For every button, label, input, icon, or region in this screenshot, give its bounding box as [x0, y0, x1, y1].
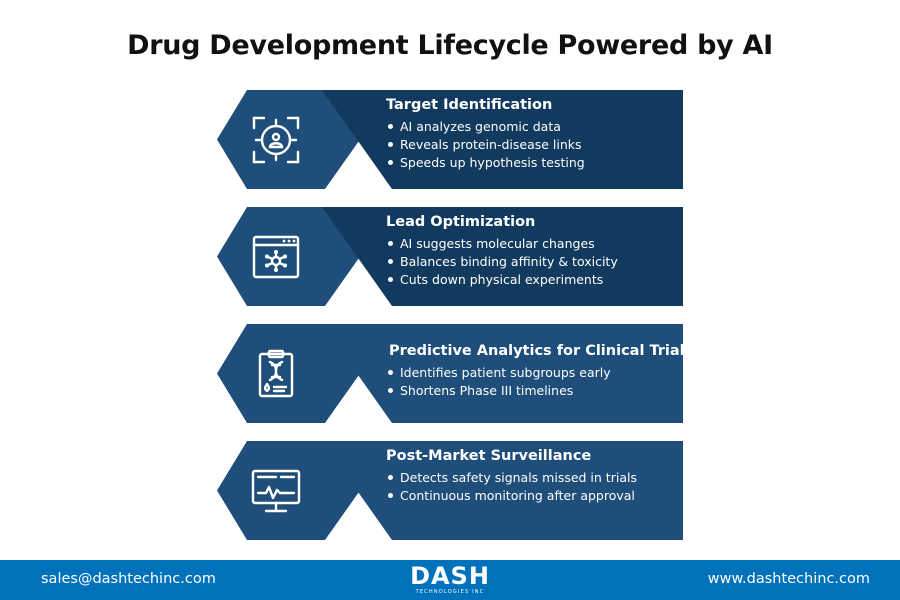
step-title: Lead Optimization — [386, 214, 536, 230]
page-title: Drug Development Lifecycle Powered by AI — [127, 30, 773, 61]
step-lead-optimization: Lead Optimization AI suggests molecular … — [0, 207, 900, 306]
dash-logo: DASH TECHNOLOGIES INC — [404, 563, 496, 595]
bullet-item: AI analyzes genomic data — [386, 118, 585, 136]
monitor-pulse-icon — [251, 469, 301, 513]
molecule-window-icon — [252, 235, 300, 279]
footer-email-link[interactable]: sales@dashtechinc.com — [41, 571, 216, 587]
step-title: Post-Market Surveillance — [386, 448, 592, 464]
step-target-identification: Target Identification AI analyzes genomi… — [0, 90, 900, 189]
step-title: Predictive Analytics for Clinical Trials — [389, 343, 694, 359]
lifecycle-diagram: Drug Development Lifecycle Powered by AI… — [0, 0, 900, 560]
bullet-item: Balances binding affinity & toxicity — [386, 253, 618, 271]
step-bullets: AI suggests molecular changes Balances b… — [386, 235, 618, 289]
bullet-item: Reveals protein-disease links — [386, 136, 585, 154]
target-scan-icon — [252, 116, 300, 164]
dna-clipboard-icon — [258, 349, 294, 398]
step-title: Target Identification — [386, 97, 553, 113]
logo-tagline: TECHNOLOGIES INC — [415, 589, 485, 595]
bullet-item: Identifies patient subgroups early — [386, 364, 611, 382]
logo-wordmark: DASH — [410, 562, 490, 590]
bullet-item: Continuous monitoring after approval — [386, 487, 637, 505]
step-bullets: Identifies patient subgroups early Short… — [386, 364, 611, 400]
bullet-item: Cuts down physical experiments — [386, 271, 618, 289]
step-bullets: AI analyzes genomic data Reveals protein… — [386, 118, 585, 172]
step-bullets: Detects safety signals missed in trials … — [386, 469, 637, 505]
bullet-item: AI suggests molecular changes — [386, 235, 618, 253]
step-predictive-analytics: Predictive Analytics for Clinical Trials… — [0, 324, 900, 423]
bullet-item: Shortens Phase III timelines — [386, 382, 611, 400]
bullet-item: Detects safety signals missed in trials — [386, 469, 637, 487]
footer-bar: sales@dashtechinc.com DASH TECHNOLOGIES … — [0, 560, 900, 600]
footer-website-link[interactable]: www.dashtechinc.com — [707, 571, 870, 587]
step-post-market-surveillance: Post-Market Surveillance Detects safety … — [0, 441, 900, 540]
bullet-item: Speeds up hypothesis testing — [386, 154, 585, 172]
